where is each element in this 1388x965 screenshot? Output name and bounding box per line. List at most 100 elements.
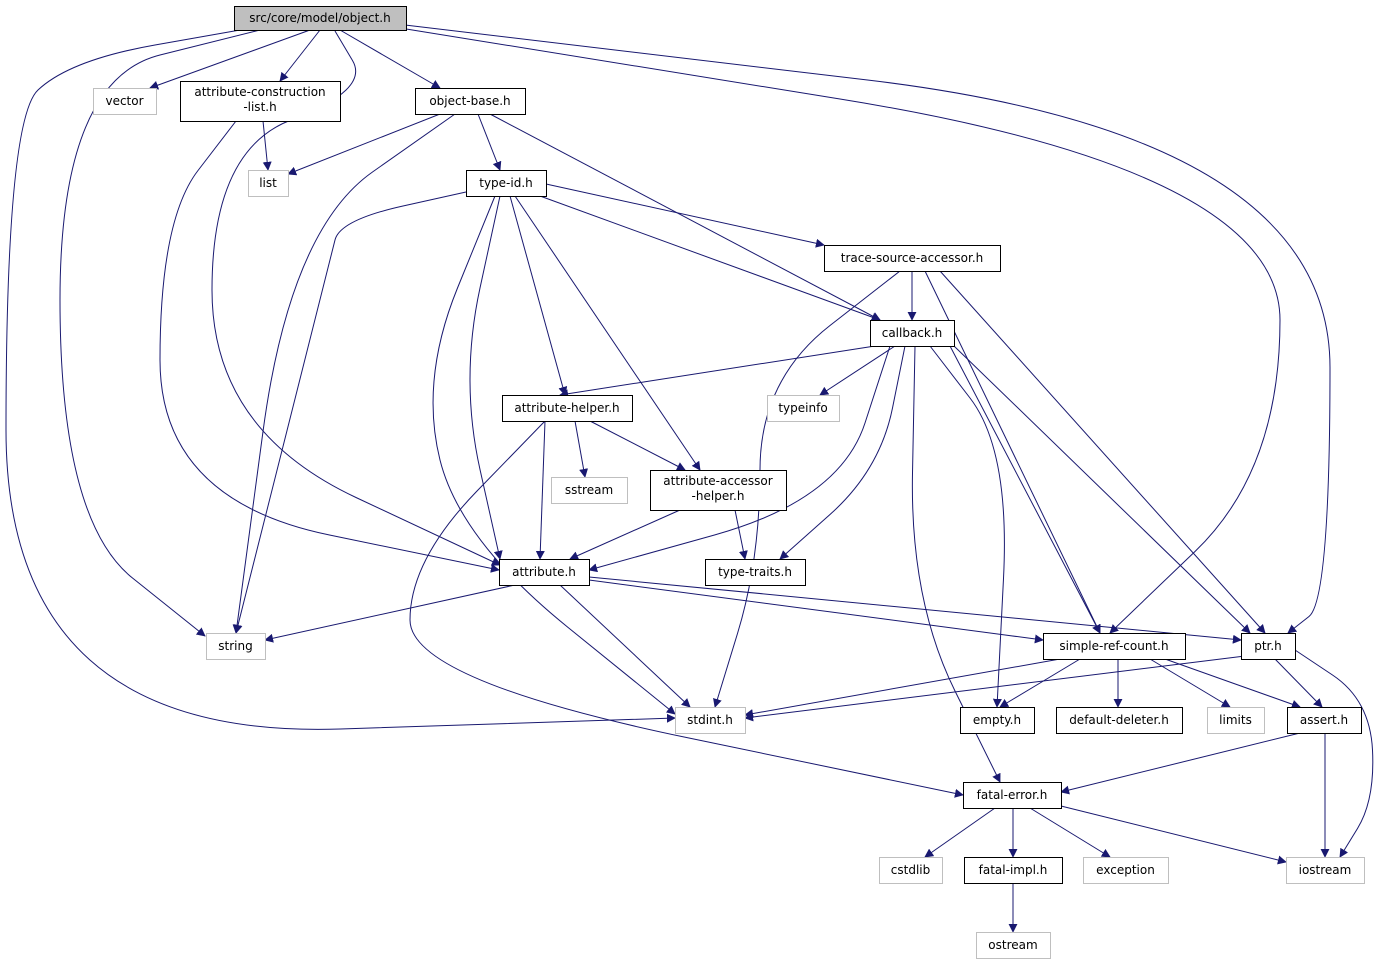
node-attribute-helper[interactable]: attribute-helper.h [502, 395, 633, 422]
node-assert[interactable]: assert.h [1287, 707, 1362, 734]
edge-line [999, 658, 1081, 708]
node-trace-source[interactable]: trace-source-accessor.h [824, 245, 1001, 272]
edge-line [953, 345, 1251, 634]
node-label: default-deleter.h [1069, 713, 1169, 727]
node-label: attribute.h [512, 565, 576, 579]
node-label: typeinfo [778, 401, 827, 415]
edge-object_h-to-string [59, 29, 261, 637]
edge-line [509, 195, 568, 396]
edge-line [514, 195, 701, 471]
node-ptr[interactable]: ptr.h [1241, 633, 1296, 660]
edge-object_base-to-type_id [477, 113, 502, 171]
edge-line [588, 579, 1044, 644]
node-label: trace-source-accessor.h [841, 251, 984, 265]
edge-attr_construction-to-attribute [159, 120, 500, 573]
node-fatal-error[interactable]: fatal-error.h [963, 782, 1062, 809]
node-fatal-impl[interactable]: fatal-impl.h [964, 857, 1063, 884]
node-box [93, 88, 157, 115]
node-label: fatal-impl.h [979, 863, 1048, 877]
edge-line [1149, 658, 1231, 708]
edge-assert-to-fatal_error [1060, 732, 1301, 795]
node-label: limits [1219, 713, 1252, 727]
node-label: attribute-helper.h [514, 401, 619, 415]
node-box [960, 707, 1035, 734]
edge-attribute-to-simple_ref [588, 579, 1044, 644]
node-exception: exception [1083, 857, 1169, 884]
edge-line [432, 195, 676, 715]
edge-object_h-to-attribute [211, 30, 501, 566]
edge-callback-to-attribute [588, 345, 891, 573]
edge-line [588, 345, 891, 573]
node-simple-ref[interactable]: simple-ref-count.h [1043, 633, 1186, 660]
edge-line [924, 807, 996, 858]
node-type-traits[interactable]: type-traits.h [705, 559, 806, 586]
node-ostream: ostream [976, 932, 1051, 959]
edge-line [1060, 805, 1287, 865]
edge-ptr-to-stdint [744, 655, 1246, 722]
node-cstdlib: cstdlib [879, 857, 943, 884]
edge-line [159, 120, 500, 573]
edge-trace_source-to-ptr [939, 270, 1266, 634]
node-label: ptr.h [1254, 639, 1282, 653]
node-box [870, 320, 955, 347]
node-label-line2: -list.h [243, 100, 276, 114]
node-label: empty.h [973, 713, 1021, 727]
node-label: attribute-accessor [663, 474, 772, 488]
node-empty[interactable]: empty.h [960, 707, 1035, 734]
node-box [767, 395, 840, 422]
node-type-id[interactable]: type-id.h [466, 170, 547, 197]
node-label: type-id.h [479, 176, 533, 190]
node-attribute[interactable]: attribute.h [499, 559, 590, 586]
edge-line [262, 120, 272, 171]
edge-simple_ref-to-limits [1149, 658, 1231, 708]
edge-callback-to-attribute_helper [559, 345, 876, 399]
edge-object_h-to-vector [149, 29, 311, 90]
node-object-h[interactable]: src/core/model/object.h [234, 6, 407, 31]
edge-line [477, 113, 502, 171]
edge-line [1060, 732, 1301, 795]
node-box [964, 857, 1063, 884]
node-box [675, 707, 746, 734]
node-vector: vector [93, 88, 157, 115]
node-limits: limits [1207, 707, 1265, 734]
node-box [1056, 707, 1183, 734]
node-label: simple-ref-count.h [1059, 639, 1168, 653]
node-string: string [206, 633, 266, 660]
node-label: src/core/model/object.h [249, 11, 390, 25]
edge-line [588, 576, 1242, 644]
edge-object_h-to-stdint [5, 29, 676, 730]
edge-line [779, 345, 906, 560]
edge-line [545, 183, 825, 248]
edge-line [569, 509, 681, 560]
edge-attr_construction-to-list [262, 120, 272, 171]
node-attr-construction[interactable]: attribute-construction-list.h [180, 81, 341, 122]
node-object-base[interactable]: object-base.h [415, 88, 526, 115]
edge-attr_accessor-to-type_traits [734, 509, 748, 560]
node-label: iostream [1299, 863, 1352, 877]
node-callback[interactable]: callback.h [870, 320, 955, 347]
node-attr-accessor[interactable]: attribute-accessor-helper.h [650, 470, 787, 511]
node-box [206, 633, 266, 660]
edge-line [911, 345, 1001, 783]
edge-object_base-to-string [232, 113, 456, 634]
edge-line [233, 191, 467, 634]
edge-line [287, 113, 441, 176]
edge-callback-to-fatal_error [911, 345, 1001, 783]
node-box [1207, 707, 1265, 734]
edge-type_id-to-string [233, 191, 467, 634]
edge-line [149, 29, 311, 90]
edge-attribute_helper-to-attr_accessor [589, 420, 686, 471]
node-default-deleter[interactable]: default-deleter.h [1056, 707, 1183, 734]
edge-type_id-to-attr_accessor [514, 195, 701, 471]
edge-line [232, 113, 456, 634]
node-box [1083, 857, 1169, 884]
node-label: list [259, 176, 277, 190]
edge-line [469, 195, 503, 560]
node-sstream: sstream [551, 477, 628, 504]
edge-object_h-to-object_base [339, 29, 441, 89]
node-label: object-base.h [429, 94, 510, 108]
node-box [248, 170, 289, 197]
node-label: cstdlib [891, 863, 930, 877]
edge-object_h-to-simple_ref [399, 27, 1281, 634]
edge-line [535, 420, 546, 560]
